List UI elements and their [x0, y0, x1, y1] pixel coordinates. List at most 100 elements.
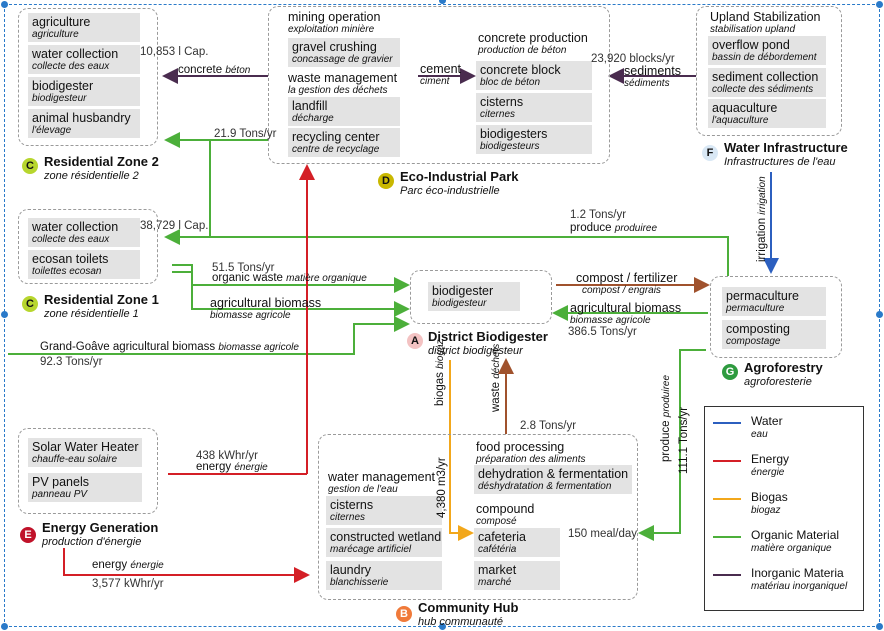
item-sublabel: citernes [480, 109, 516, 120]
item-sublabel: collecte des sédiments [712, 84, 814, 95]
legend-swatch [713, 422, 741, 424]
water-group [696, 6, 842, 136]
item-sublabel: biodigesteurs [480, 141, 540, 152]
produce-top-value: 1.2 Tons/yr [570, 209, 627, 221]
grand-goave-value: 92.3 Tons/yr [40, 356, 103, 368]
item-label: cisterns [330, 498, 374, 512]
legend-swatch [713, 574, 741, 576]
item-sublabel: blanchisserie [330, 577, 389, 588]
resize-handle-bottom[interactable] [439, 623, 446, 630]
item-sublabel: toilettes ecosan [32, 266, 102, 277]
item-label: aquaculture [712, 101, 778, 115]
resize-handle-bottom-right[interactable] [876, 623, 883, 630]
biogas-flow [449, 360, 474, 541]
item-label: biodigester [32, 79, 94, 93]
produce-top-label: produce produiree [570, 222, 658, 234]
produce-right-label: produce produiree [660, 374, 672, 462]
res1-badge: C [22, 296, 38, 312]
grand-goave-flow [8, 316, 410, 355]
resize-handle-top-left[interactable] [1, 1, 8, 8]
agro-badge: G [722, 364, 738, 380]
energy1-label: energy énergie [196, 461, 268, 473]
item-sublabel: bassin de débordement [712, 52, 817, 63]
agri-biomass-flow-1 [172, 271, 410, 317]
item-sublabel: marécage artificiel [330, 544, 412, 555]
item-sublabel: compostage [726, 336, 781, 347]
legend-swatch [713, 460, 741, 462]
item-sublabel: permaculture [726, 303, 785, 314]
concrete-label: concrete béton [178, 64, 251, 76]
resize-handle-left[interactable] [1, 311, 8, 318]
item-sublabel: biodigesteur [32, 93, 87, 104]
resize-handle-top-right[interactable] [876, 1, 883, 8]
district-group [410, 270, 552, 324]
energy1-value: 438 kWhr/yr [196, 450, 258, 462]
eco-group [268, 6, 610, 164]
district-badge: A [407, 333, 423, 349]
item-label: recycling center [292, 130, 380, 144]
resize-handle-right[interactable] [876, 311, 883, 318]
grand-goave-label: Grand-Goâve agricultural biomass biomass… [40, 341, 299, 353]
item-sublabel: cafétéria [478, 544, 517, 555]
item-label: biodigester [432, 284, 494, 298]
legend-swatch [713, 498, 741, 500]
item-label: sediment collection [712, 70, 819, 84]
eco-badge: D [378, 173, 394, 189]
energy-group [18, 428, 158, 514]
irrigation-label: irrigation irrigation [756, 176, 768, 262]
item-sublabel: déshydratation & fermentation [478, 481, 612, 492]
resize-handle-top[interactable] [439, 0, 446, 4]
water-badge: F [702, 145, 718, 161]
item-sublabel: marché [478, 577, 512, 588]
legend-swatch [713, 536, 741, 538]
concrete-value: 10,853 l Cap. [140, 46, 209, 58]
item-label: water collection [32, 220, 119, 234]
meal-value: 150 meal/day [568, 528, 638, 540]
item-sublabel: l'aquaculture [712, 115, 769, 126]
item-label: PV panels [32, 475, 89, 489]
resize-handle-bottom-left[interactable] [1, 623, 8, 630]
item-sublabel: collecte des eaux [32, 234, 110, 245]
item-sublabel: biodigesteur [432, 298, 487, 309]
energy-badge: E [20, 527, 36, 543]
